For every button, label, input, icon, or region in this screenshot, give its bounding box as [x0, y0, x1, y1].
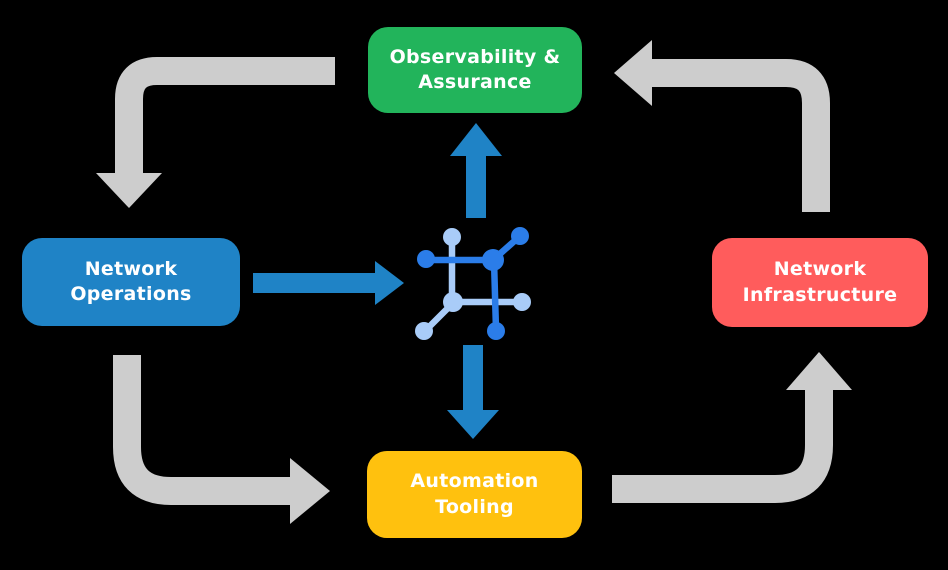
node-automation-tooling: Automation Tooling	[367, 451, 582, 538]
arrow-automation-to-infrastructure	[612, 390, 833, 503]
arrow-head	[447, 410, 499, 439]
arrow-observability-to-operations	[115, 57, 335, 173]
arrowhead-observability-to-operations	[96, 173, 162, 208]
arrow-operations-to-automation	[113, 355, 290, 505]
mesh-light-layer	[415, 228, 531, 340]
mesh-hub-bottom-left	[443, 292, 463, 312]
mesh-node-top	[443, 228, 461, 246]
mesh-hub-top-right	[482, 249, 504, 271]
node-label: Observability & Assurance	[389, 45, 561, 93]
arrow-shaft	[463, 345, 483, 411]
mesh-node-bottom	[487, 322, 505, 340]
arrow-head	[450, 123, 502, 156]
node-label: Network Infrastructure	[742, 258, 898, 306]
mesh-node-bottom-left	[415, 322, 433, 340]
flow-arrows	[253, 123, 502, 439]
mesh-node-left	[417, 250, 435, 268]
node-observability-assurance: Observability & Assurance	[368, 27, 582, 113]
cycle-arrows	[96, 40, 852, 524]
arrow-operations-to-center	[253, 261, 404, 305]
arrowhead-automation-to-infrastructure	[786, 352, 852, 390]
network-mesh-icon	[415, 227, 531, 340]
node-network-infrastructure: Network Infrastructure	[712, 238, 928, 327]
arrow-head	[375, 261, 404, 305]
arrowhead-infrastructure-to-observability	[614, 40, 652, 106]
node-label: Automation Tooling	[410, 470, 539, 518]
mesh-node-right	[513, 293, 531, 311]
arrowhead-operations-to-automation	[290, 458, 330, 524]
arrow-infrastructure-to-observability	[652, 59, 830, 212]
arrow-center-to-observability	[450, 123, 502, 218]
arrow-center-to-automation	[447, 345, 499, 439]
mesh-node-top-right	[511, 227, 529, 245]
mesh-dark-layer	[417, 227, 529, 340]
arrow-shaft	[253, 273, 375, 293]
arrow-shaft	[466, 155, 486, 218]
node-label: Network Operations	[70, 257, 192, 305]
node-network-operations: Network Operations	[22, 238, 240, 326]
